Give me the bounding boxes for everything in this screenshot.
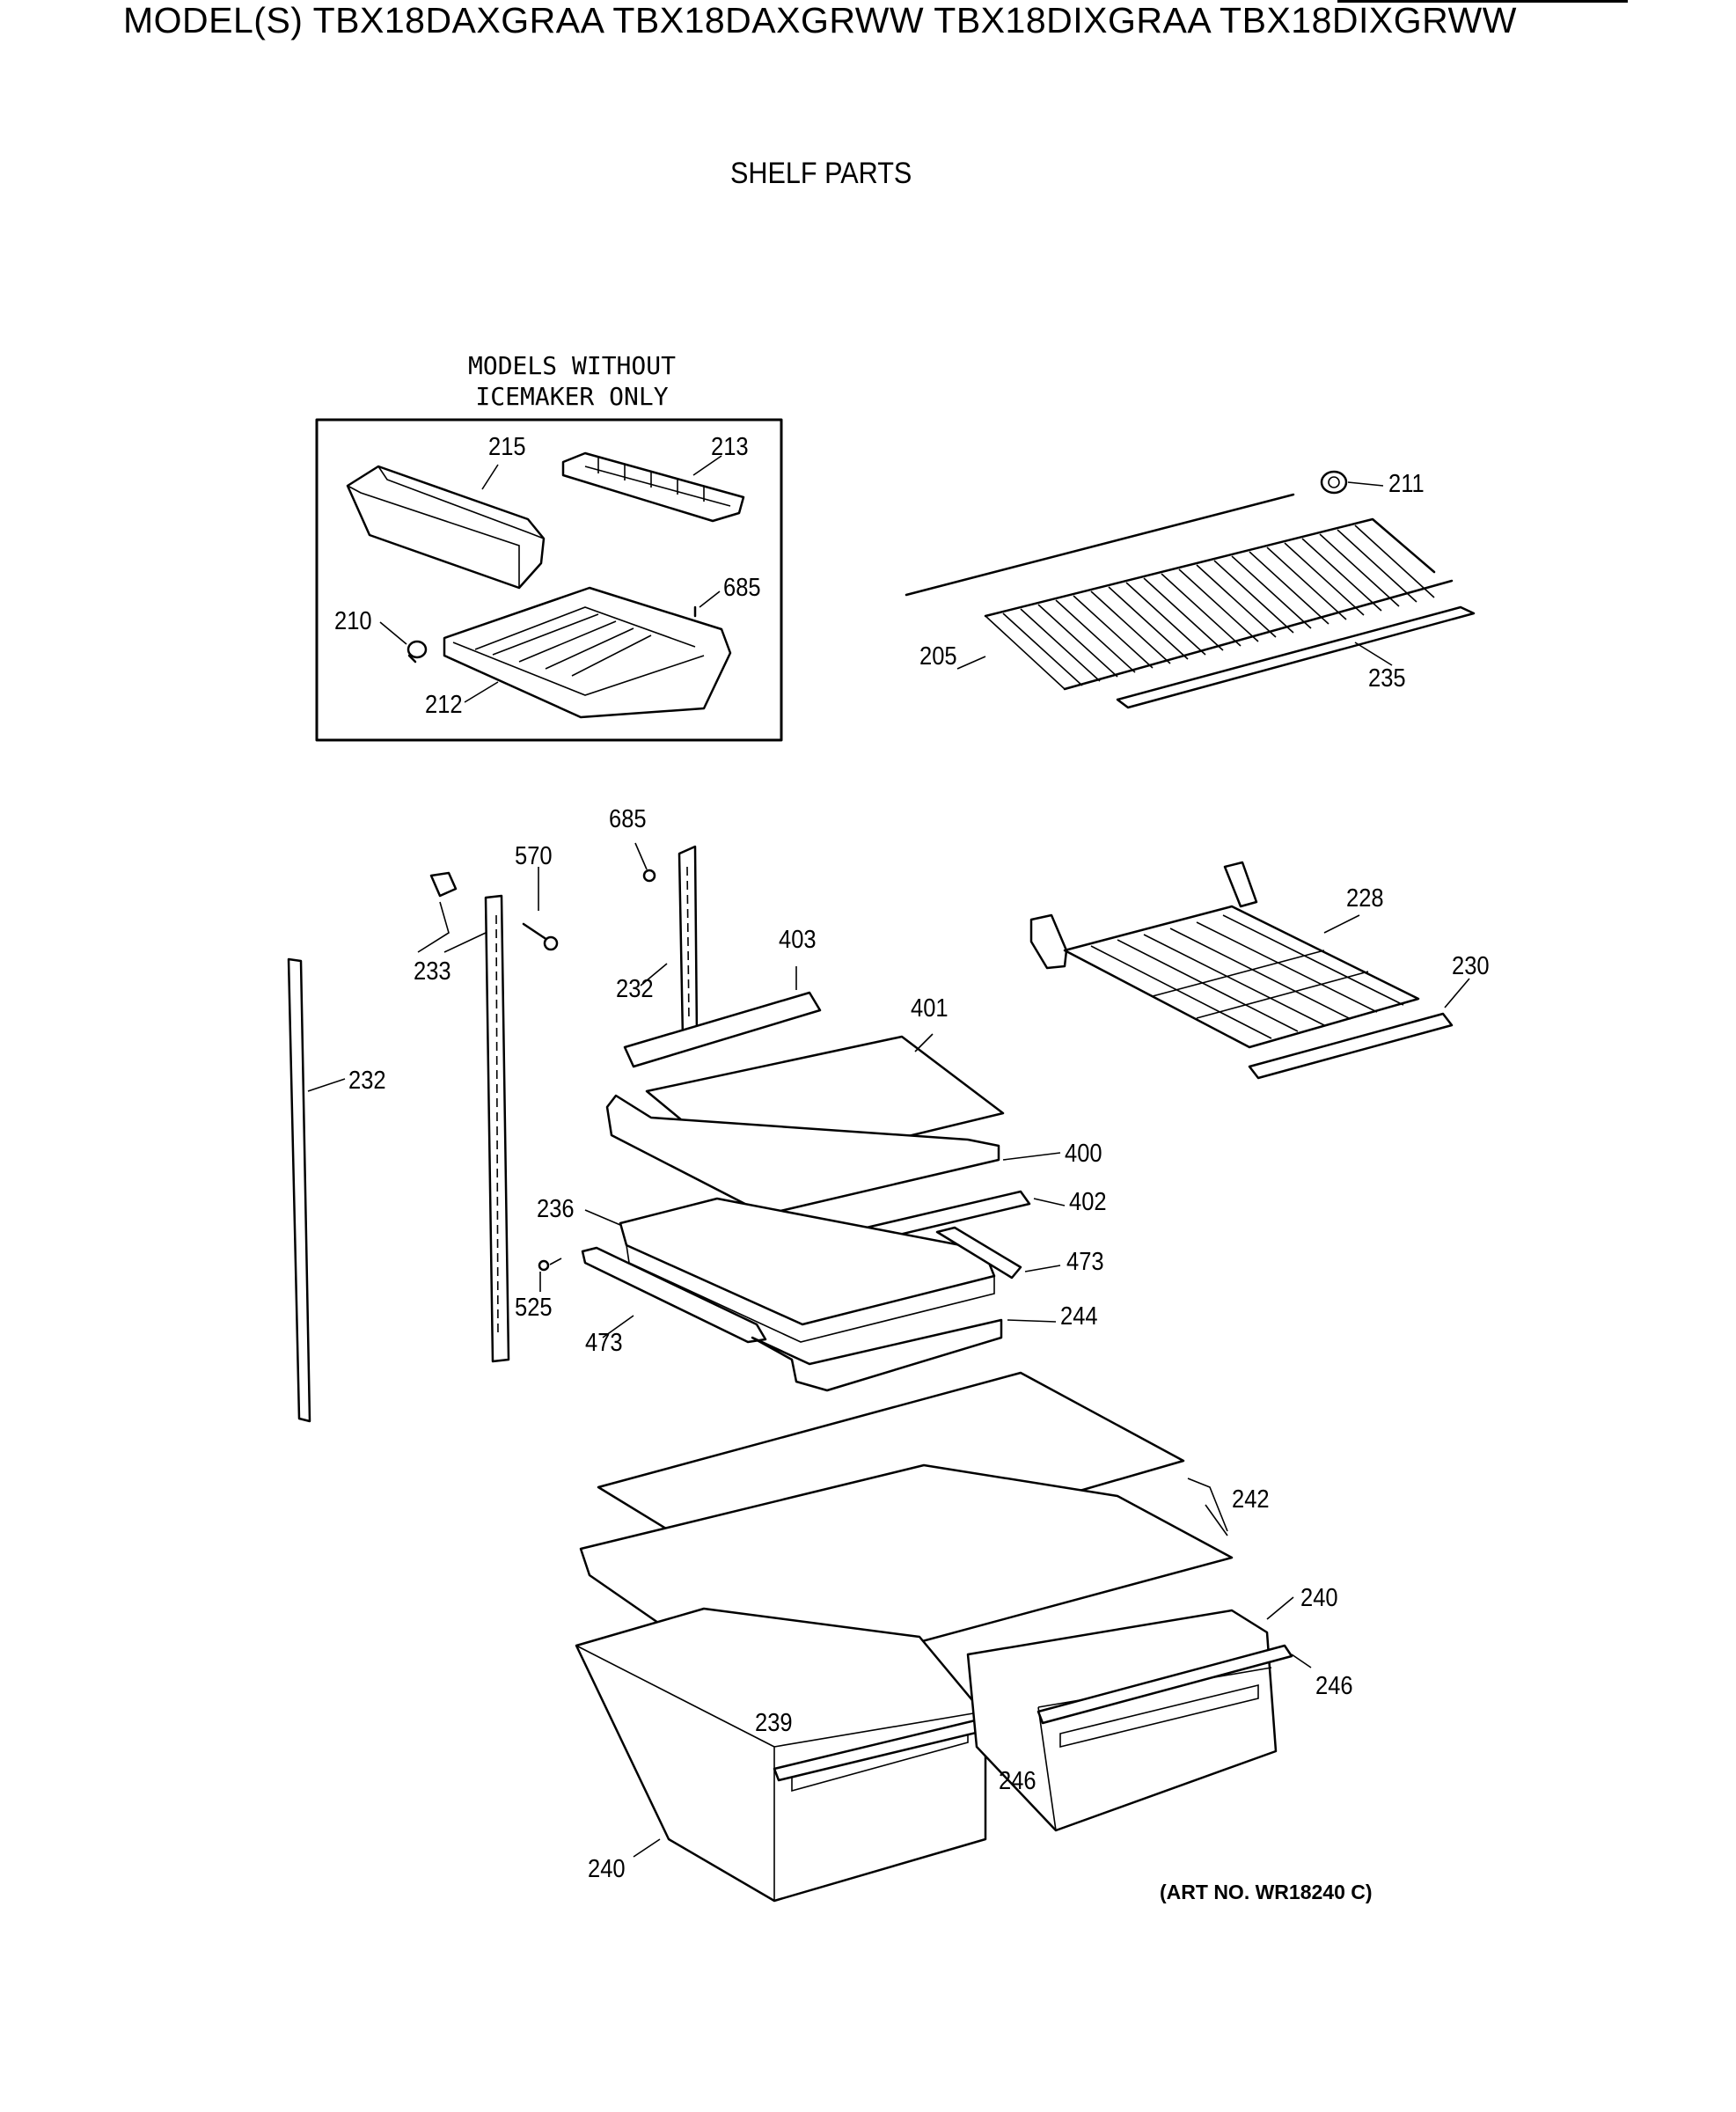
callout-232-center: 232 (616, 975, 654, 1003)
part-240-left-drawer (575, 1607, 987, 1903)
callout-239: 239 (755, 1709, 793, 1737)
callout-473-right: 473 (1066, 1248, 1104, 1276)
callout-246-left: 246 (999, 1767, 1036, 1795)
callout-232-left: 232 (348, 1067, 386, 1095)
part-473-slide-left (581, 1246, 767, 1344)
header-rule (1337, 0, 1628, 3)
callout-210: 210 (334, 607, 372, 635)
callout-233: 233 (414, 957, 451, 986)
callout-570: 570 (515, 842, 553, 870)
callout-213: 213 (711, 433, 749, 461)
callout-228: 228 (1346, 884, 1384, 913)
part-205-wire-shelf (905, 493, 1454, 691)
part-473-slide-right (935, 1226, 1022, 1280)
callout-473-left: 473 (585, 1329, 623, 1357)
callout-235: 235 (1368, 664, 1406, 693)
callout-525: 525 (515, 1294, 553, 1322)
part-244-crisper-frame (751, 1318, 1003, 1392)
part-400-frame (605, 1094, 1000, 1216)
icemaker-caption-line1: MODELS WITHOUT (467, 351, 676, 380)
part-232-left-rail (287, 957, 311, 1423)
callout-403: 403 (779, 926, 817, 954)
icemaker-box-caption: MODELS WITHOUT ICEMAKER ONLY (440, 350, 704, 412)
part-211-end-cap (1320, 470, 1384, 495)
icemaker-caption-line2: ICEMAKER ONLY (475, 382, 669, 411)
callout-215: 215 (488, 433, 526, 461)
art-number: (ART NO. WR18240 C) (1160, 1881, 1373, 1903)
part-213-ice-tray (561, 451, 745, 523)
part-215-door-bin (346, 465, 546, 590)
part-212-ice-bucket (443, 586, 732, 719)
diagram-title: SHELF PARTS (730, 157, 912, 190)
callout-685-box: 685 (723, 574, 761, 602)
callout-246-right: 246 (1315, 1672, 1353, 1700)
part-235-trim (1116, 605, 1476, 709)
callout-236: 236 (537, 1195, 575, 1223)
part-685-screw-b (634, 842, 656, 883)
models-title: MODEL(S) TBX18DAXGRAA TBX18DAXGRWW TBX18… (123, 0, 1517, 40)
callout-211: 211 (1388, 470, 1425, 498)
part-570-screw (522, 922, 559, 951)
icemaker-box-frame (315, 418, 783, 742)
callout-205: 205 (919, 642, 957, 671)
callout-401: 401 (911, 994, 949, 1023)
callout-244: 244 (1060, 1302, 1098, 1331)
callout-212: 212 (425, 691, 463, 719)
part-403-front-trim (623, 991, 822, 1068)
callout-240-left: 240 (588, 1855, 626, 1883)
part-240-right-drawer (966, 1609, 1278, 1832)
callout-400: 400 (1065, 1140, 1102, 1168)
callout-240-right: 240 (1300, 1584, 1338, 1612)
callout-685: 685 (609, 805, 647, 833)
part-210-clip (407, 640, 428, 664)
part-246-right-handle (1036, 1644, 1293, 1725)
part-228-wire-shelf (1029, 861, 1420, 1049)
callout-230: 230 (1452, 952, 1490, 980)
part-233-clip (429, 871, 458, 898)
callout-242: 242 (1232, 1485, 1270, 1514)
part-525-screw (538, 1258, 562, 1292)
callout-402: 402 (1069, 1188, 1107, 1216)
part-230-trim (1248, 1012, 1454, 1080)
